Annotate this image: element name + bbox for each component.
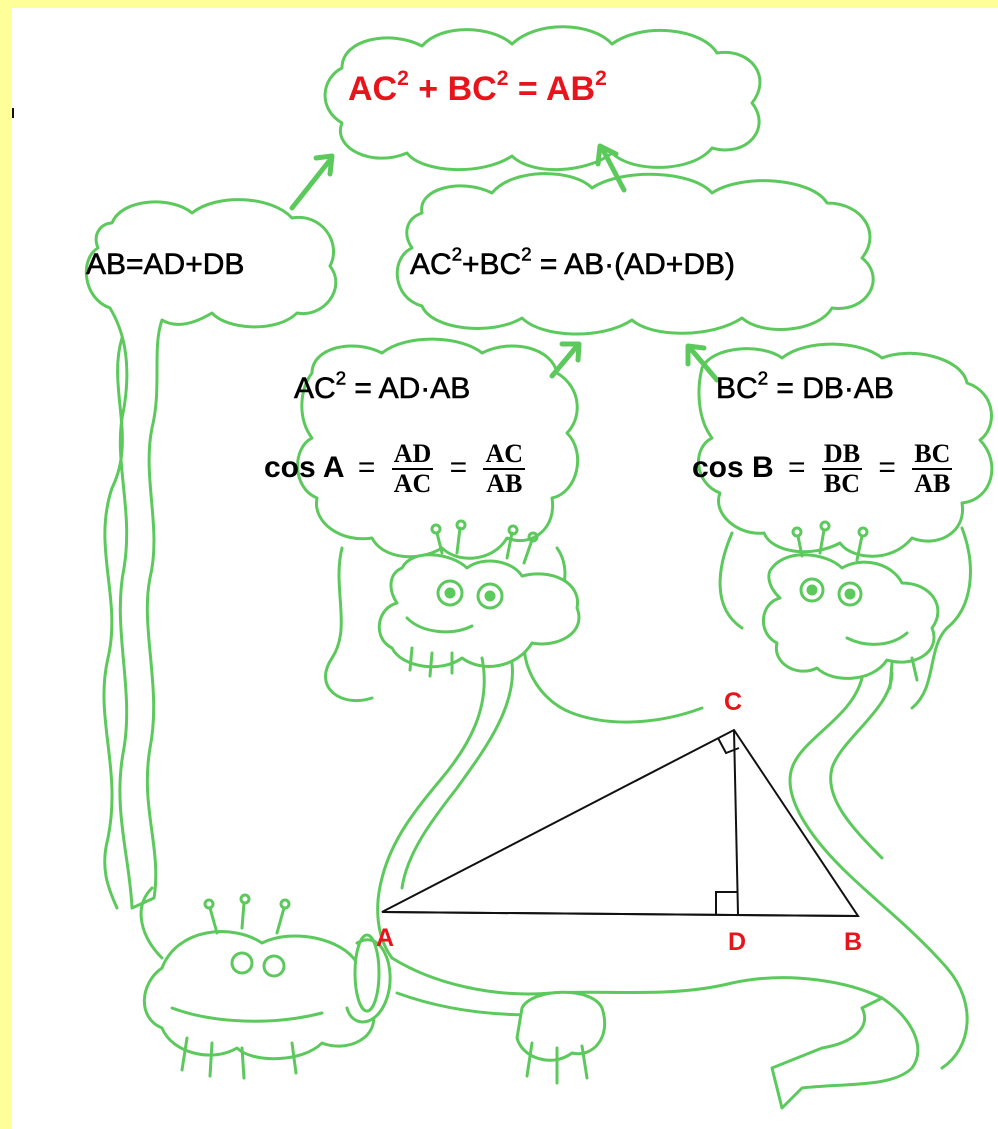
product-rest: = AB·(AD+DB) <box>539 248 736 282</box>
cos-a-label: cos A <box>264 450 344 484</box>
point-label-a: A <box>376 924 395 952</box>
cos-a-frac2-num: AC <box>483 439 526 470</box>
right-angle-d <box>715 891 738 914</box>
formula-mid-exp: 2 <box>496 66 509 90</box>
dragon-illustration <box>84 25 994 1110</box>
cos-a-frac1-num: AD <box>391 439 434 470</box>
cos-b-eq1: = <box>788 450 806 484</box>
right-leg-rhs: = DB·AB <box>776 372 894 406</box>
cos-b-fraction-1: DB BC <box>821 439 863 498</box>
point-label-c: C <box>724 688 743 716</box>
cos-a-formula: cos A = AD AC = AC AB <box>264 440 527 498</box>
altitude-cd <box>733 729 739 915</box>
formula-left-exp: 2 <box>397 66 409 90</box>
product-b-exp: 2 <box>521 243 532 265</box>
sum-formula: AB=AD+DB <box>86 248 245 282</box>
cos-b-frac1-den: BC <box>823 469 861 498</box>
cos-a-fraction-2: AC AB <box>483 439 526 498</box>
cos-b-frac2-den: AB <box>914 469 951 498</box>
formula-mid: BC <box>447 70 497 108</box>
sum-cloud <box>84 198 338 910</box>
cos-a-frac1-den: AC <box>393 469 432 498</box>
cos-a-eq1: = <box>357 450 376 484</box>
pythagorean-formula: AC2 + BC2 = AB2 <box>348 66 607 109</box>
right-leg-lhs-exp: 2 <box>757 367 769 389</box>
cos-b-fraction-2: BC AB <box>912 439 953 498</box>
product-cloud <box>395 172 875 336</box>
top-cloud <box>323 25 762 172</box>
right-leg-lhs: BC <box>716 372 758 406</box>
bottom-dragon-head <box>142 930 385 1061</box>
left-leg-rhs: = AD·AB <box>354 372 471 406</box>
diagram-canvas: AC2 + BC2 = AB2 AB=AD+DB AC2+BC2 = AB·(A… <box>12 8 998 1129</box>
arrow-left-up <box>289 157 333 211</box>
formula-eq: = <box>517 70 538 108</box>
dragon-tail <box>770 996 920 1110</box>
left-leg-lhs: AC <box>294 372 336 406</box>
right-head-cloud <box>697 342 994 558</box>
cos-a-frac2-den: AB <box>486 469 523 498</box>
cos-b-eq2: = <box>878 450 896 484</box>
arrow-product-up <box>599 145 627 193</box>
cos-b-frac2-num: BC <box>912 439 953 470</box>
left-leg-formula: AC2 = AD·AB <box>294 369 471 406</box>
product-a: AC <box>410 248 452 282</box>
product-a-exp: 2 <box>451 243 463 265</box>
right-dragon-head <box>761 553 940 680</box>
left-dragon-head <box>377 553 581 669</box>
product-b: +BC <box>462 248 522 282</box>
arrow-right-leg-up <box>687 345 720 383</box>
product-formula: AC2+BC2 = AB·(AD+DB) <box>410 245 736 282</box>
cos-b-formula: cos B = DB BC = BC AB <box>692 440 954 498</box>
right-triangle <box>381 728 860 918</box>
cos-b-frac1-num: DB <box>821 439 863 470</box>
formula-right-exp: 2 <box>595 66 607 90</box>
corner-mark <box>12 108 14 118</box>
formula-right: AB <box>545 70 596 108</box>
left-leg-lhs-exp: 2 <box>335 367 347 389</box>
formula-left: AC <box>348 70 398 108</box>
formula-plus: + <box>418 70 439 108</box>
cos-a-eq2: = <box>449 450 468 484</box>
point-label-d: D <box>728 928 747 956</box>
cos-b-label: cos B <box>692 450 774 484</box>
right-angle-c <box>717 737 740 755</box>
cos-a-fraction-1: AD AC <box>391 439 434 498</box>
point-label-b: B <box>844 928 863 956</box>
arrow-left-leg-up <box>549 343 580 379</box>
left-head-cloud <box>296 337 580 560</box>
right-leg-formula: BC2 = DB·AB <box>716 369 895 406</box>
